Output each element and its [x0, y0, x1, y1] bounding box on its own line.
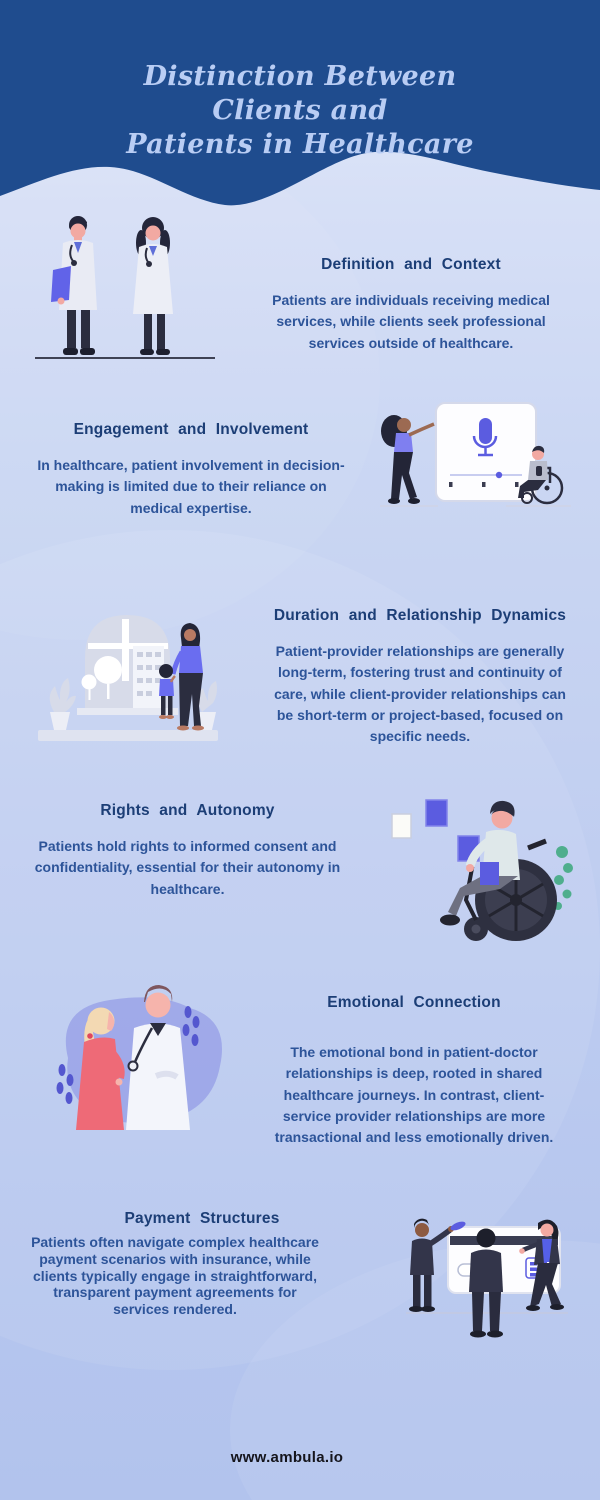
- section-body: Patients hold rights to informed consent…: [34, 838, 341, 897]
- section-engagement-and-involvement: Engagement and Involvement In healthcare…: [35, 420, 347, 519]
- footer-website-url: www.ambula.io: [230, 1449, 344, 1466]
- section-emotional-connection: Emotional Connection The emotional bond …: [260, 993, 568, 1148]
- header-band: [0, 0, 600, 146]
- section-payment-structures: Payment Structures Patients often naviga…: [25, 1209, 325, 1318]
- purple-leaves: [56, 1006, 200, 1104]
- section-heading: Duration and Relationship Dynamics: [273, 607, 567, 624]
- section-heading: Emotional Connection: [327, 994, 501, 1011]
- header-wave-shape: [0, 145, 600, 206]
- wheelchair-man-illustration: [378, 788, 573, 948]
- section-heading: Engagement and Involvement: [73, 421, 309, 438]
- two-doctors-illustration: [25, 212, 225, 367]
- mother-child-window-illustration: [30, 598, 225, 743]
- doctor-examining-girl-illustration: [38, 978, 233, 1140]
- page-title-line2: Patients in Healthcare: [126, 129, 474, 160]
- section-body: Patient-provider relationships are gener…: [274, 643, 566, 745]
- voice-tablet-illustration: [378, 398, 573, 513]
- section-definition-and-context: Definition and Context Patients are indi…: [256, 255, 566, 354]
- section-rights-and-autonomy: Rights and Autonomy Patients hold rights…: [30, 801, 345, 900]
- page-title: Distinction Between Clients and Patients…: [90, 60, 510, 162]
- section-heading: Payment Structures: [124, 1210, 280, 1227]
- section-body: The emotional bond in patient-doctor rel…: [274, 1044, 554, 1146]
- section-duration-and-relationship-dynamics: Duration and Relationship Dynamics Patie…: [265, 606, 575, 747]
- section-heading: Rights and Autonomy: [100, 802, 275, 819]
- section-body: Patients are individuals receiving medic…: [272, 292, 550, 351]
- section-body: Patients often navigate complex healthca…: [31, 1234, 319, 1318]
- section-heading: Definition and Context: [321, 256, 501, 273]
- page-title-line1: Distinction Between Clients and: [143, 61, 457, 126]
- section-body: In healthcare, patient involvement in de…: [37, 457, 345, 516]
- microphone-icon: [472, 418, 498, 457]
- credit-card-team-illustration: [400, 1213, 575, 1345]
